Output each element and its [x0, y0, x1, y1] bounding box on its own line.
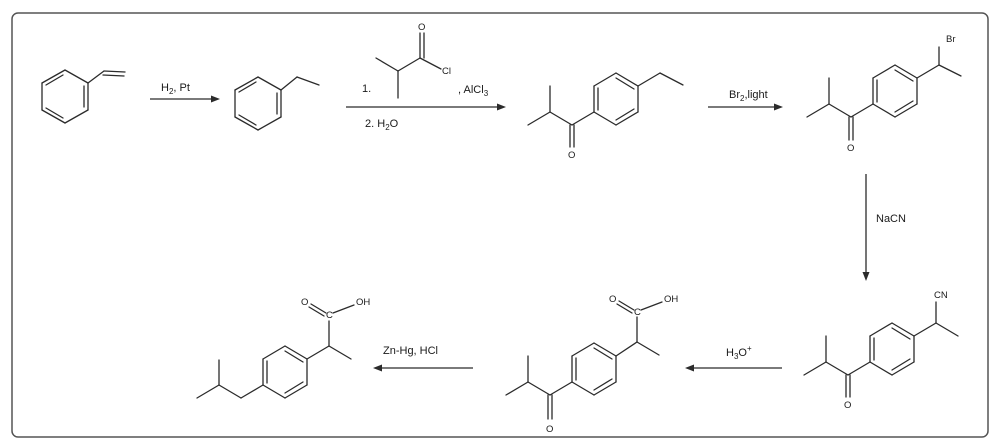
reagent-zn-hg-hcl: Zn-Hg, HCl — [383, 345, 438, 357]
acyl-oxygen-label: O — [418, 22, 425, 33]
ketone-oxygen-label-4: O — [847, 143, 854, 154]
scheme-frame — [11, 12, 989, 438]
molecule-bromo-ketone — [806, 46, 962, 141]
molecule-nitrile-ketone — [803, 301, 959, 398]
reaction-arrow-5 — [685, 364, 782, 372]
reaction-arrow-1 — [150, 95, 220, 103]
reaction-arrow-3 — [708, 103, 783, 111]
acid-carbon-label-7: C — [326, 310, 333, 321]
reagent-h2-pt: H2, Pt — [161, 82, 190, 96]
acid-oxygen-label-7: O — [301, 297, 308, 308]
reagent-br2-light: Br2,light — [729, 89, 768, 103]
reagent-isobutyryl-chloride — [375, 32, 442, 99]
ketone-oxygen-label-3: O — [568, 150, 575, 161]
bromine-label: Br — [946, 34, 956, 45]
acid-carbon-label-6: C — [634, 307, 641, 318]
acid-hydroxyl-label-7: OH — [356, 297, 370, 308]
molecule-keto-acid — [505, 300, 663, 420]
molecule-ibuprofen — [196, 303, 355, 399]
reaction-arrow-4 — [862, 174, 870, 281]
ketone-oxygen-label-6: O — [546, 424, 553, 435]
molecule-styrene — [41, 69, 126, 124]
acid-hydroxyl-label-6: OH — [664, 294, 678, 305]
acid-oxygen-label-6: O — [609, 294, 616, 305]
nitrile-label: CN — [934, 290, 948, 301]
reagent-water: 2. H2O — [365, 118, 399, 132]
reagent-step-1-number: 1. — [362, 83, 371, 95]
molecule-ethyl-isobutyrophenone — [527, 72, 684, 148]
reagent-h3o-plus: H3O+ — [726, 344, 752, 361]
ketone-oxygen-label-5: O — [844, 400, 851, 411]
reagent-alcl3: , AlCl3 — [458, 84, 489, 98]
reagent-nacn: NaCN — [876, 213, 906, 225]
acyl-chlorine-label: Cl — [442, 66, 451, 77]
reaction-arrow-6 — [373, 364, 473, 372]
reaction-arrow-2 — [346, 103, 506, 111]
molecule-ethylbenzene — [234, 76, 320, 131]
